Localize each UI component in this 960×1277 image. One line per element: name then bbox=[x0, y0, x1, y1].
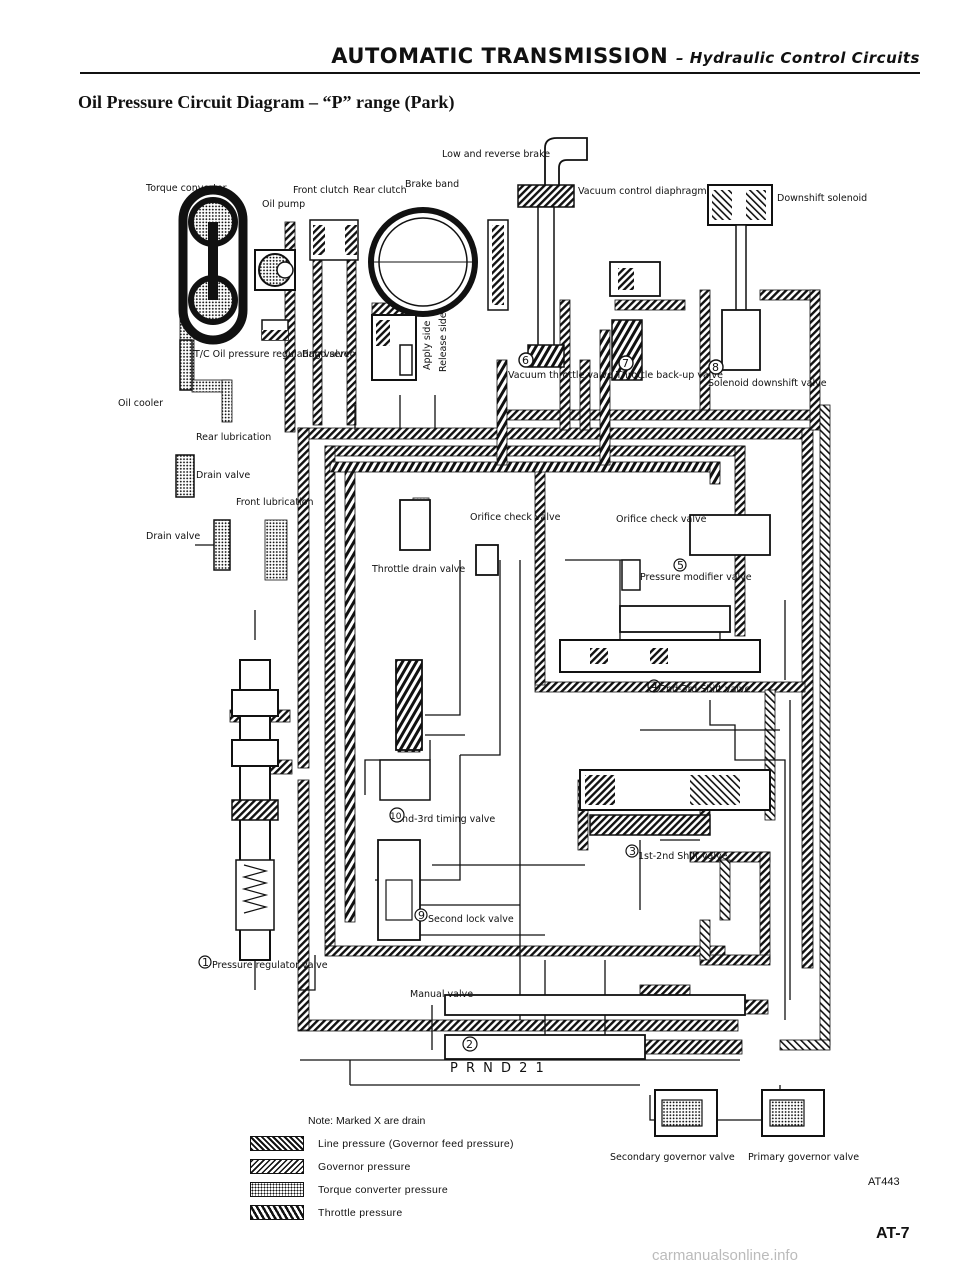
legend-swatch-line bbox=[250, 1136, 304, 1151]
legend-item-torque-converter-pressure: Torque converter pressure bbox=[250, 1181, 610, 1198]
label-orifice-check-valve-2: Orifice check valve bbox=[616, 514, 707, 525]
page-number: AT-7 bbox=[876, 1225, 910, 1242]
label-front-clutch: Front clutch bbox=[293, 185, 349, 196]
orifice-check-valve-1 bbox=[475, 544, 499, 576]
torque-converter bbox=[178, 185, 248, 345]
label-prnd: P R N D 2 1 bbox=[450, 1061, 546, 1076]
second-lock-valve bbox=[377, 839, 421, 941]
legend-label: Governor pressure bbox=[318, 1160, 411, 1173]
label-band-servo: Band servo bbox=[302, 349, 356, 360]
label-torque-converter: Torque converter bbox=[145, 183, 227, 194]
throttle-drain-valve bbox=[399, 499, 431, 551]
valve-number-8: 8 bbox=[712, 361, 719, 374]
valve-number-2: 2 bbox=[466, 1038, 473, 1051]
label-orifice-check-valve-1: Orifice check valve bbox=[470, 512, 561, 523]
label-rear-lubrication: Rear lubrication bbox=[196, 432, 271, 443]
label-manual-valve: Manual valve bbox=[410, 989, 473, 1000]
pressure-modifier-valve bbox=[621, 514, 771, 591]
label-pressure-modifier-valve: Pressure modifier valve bbox=[640, 572, 752, 583]
label-release-side: Release side bbox=[438, 312, 449, 372]
drain-valves bbox=[175, 454, 231, 571]
shift-2-3-valve bbox=[559, 605, 761, 673]
downshift-solenoid bbox=[707, 184, 773, 371]
label-throttle-backup-valve: Throttle back-up valve bbox=[615, 370, 723, 381]
brake-band-drum bbox=[368, 207, 478, 317]
legend-label: Throttle pressure bbox=[318, 1206, 403, 1219]
throttle-backup-valve bbox=[609, 261, 661, 381]
label-front-lubrication: Front lubrication bbox=[236, 497, 314, 508]
label-solenoid-downshift-valve: Solenoid downshift valve bbox=[708, 378, 827, 389]
header-title-main: AUTOMATIC TRANSMISSION bbox=[331, 44, 669, 68]
band-servo bbox=[371, 314, 417, 381]
valve-number-3: 3 bbox=[629, 845, 636, 858]
valve-number-1: 1 bbox=[202, 956, 209, 969]
governor-pressure-passages bbox=[699, 404, 831, 1051]
label-apply-side: Apply side bbox=[422, 321, 433, 370]
governor-valves bbox=[654, 1089, 825, 1137]
pressure-regulator-valve bbox=[231, 659, 279, 961]
label-vacuum-control: Vacuum control diaphragm bbox=[578, 186, 707, 197]
header-title-sub: – Hydraulic Control Circuits bbox=[676, 49, 920, 67]
label-downshift-solenoid: Downshift solenoid bbox=[777, 193, 867, 204]
label-drain-valve: Drain valve bbox=[146, 531, 200, 542]
label-shift-2-3-valve: 2nd-3rd Shift valve bbox=[660, 684, 751, 695]
label-secondary-governor: Secondary governor valve bbox=[610, 1152, 735, 1163]
shift-1-2-valve bbox=[579, 769, 771, 836]
label-drain-valve-upper: Drain valve bbox=[196, 470, 250, 481]
watermark: carmanualsonline.info bbox=[652, 1247, 798, 1264]
circled-valve-numbers: 1 2 3 4 5 6 7 8 9 10 bbox=[198, 352, 724, 1052]
vacuum-control-diaphragm bbox=[517, 137, 588, 368]
manual-valve bbox=[444, 994, 746, 1060]
label-vacuum-throttle-valve: Vacuum throttle valve bbox=[508, 370, 613, 381]
legend-item-line-pressure: Line pressure (Governor feed pressure) bbox=[250, 1135, 610, 1152]
label-low-reverse-brake: Low and reverse brake bbox=[442, 149, 550, 160]
legend-label: Torque converter pressure bbox=[318, 1183, 449, 1196]
label-primary-governor: Primary governor valve bbox=[748, 1152, 859, 1163]
valve-number-6: 6 bbox=[522, 354, 529, 367]
figure-code: AT443 bbox=[868, 1176, 900, 1188]
label-second-lock-valve: Second lock valve bbox=[428, 914, 514, 925]
label-shift-1-2-valve: 1st-2nd Shift valve bbox=[638, 851, 728, 862]
header-rule bbox=[80, 72, 920, 74]
legend-label: Line pressure (Governor feed pressure) bbox=[318, 1137, 514, 1150]
legend-item-governor-pressure: Governor pressure bbox=[250, 1158, 610, 1175]
legend-swatch-throttle bbox=[250, 1205, 304, 1220]
valve-number-10: 10 bbox=[390, 812, 402, 822]
legend-swatch-governor bbox=[250, 1159, 304, 1174]
label-throttle-drain-valve: Throttle drain valve bbox=[371, 564, 465, 575]
legend-note: Note: Marked X are drain bbox=[308, 1114, 426, 1127]
oil-pump bbox=[254, 249, 296, 341]
label-pressure-regulator-valve: Pressure regulator valve bbox=[212, 960, 328, 971]
page-header: AUTOMATIC TRANSMISSION – Hydraulic Contr… bbox=[80, 38, 920, 80]
legend-swatch-torque-converter bbox=[250, 1182, 304, 1197]
valve-number-4: 4 bbox=[651, 680, 658, 693]
label-brake-band: Brake band bbox=[405, 179, 459, 190]
label-timing-2-3-valve: 2nd-3rd timing valve bbox=[396, 814, 495, 825]
valve-number-9: 9 bbox=[418, 909, 425, 922]
label-oil-pump: Oil pump bbox=[262, 199, 305, 210]
low-reverse-brake bbox=[487, 219, 509, 311]
label-oil-cooler: Oil cooler bbox=[118, 398, 163, 409]
header-title: AUTOMATIC TRANSMISSION – Hydraulic Contr… bbox=[331, 44, 920, 68]
page-title: Oil Pressure Circuit Diagram – “P” range… bbox=[78, 92, 455, 112]
label-rear-clutch: Rear clutch bbox=[353, 185, 407, 196]
valve-number-5: 5 bbox=[677, 559, 684, 572]
legend-item-throttle-pressure: Throttle pressure bbox=[250, 1204, 610, 1221]
label-tc-valve: T/C Oil pressure regulating valve bbox=[193, 349, 350, 360]
tc-oil-pressure-regulating-valve bbox=[179, 339, 193, 391]
timing-valve-piston bbox=[379, 659, 431, 801]
legend: Note: Marked X are drain Line pressure (… bbox=[250, 1112, 610, 1227]
front-rear-clutch bbox=[309, 219, 359, 261]
valve-number-7: 7 bbox=[622, 357, 629, 370]
